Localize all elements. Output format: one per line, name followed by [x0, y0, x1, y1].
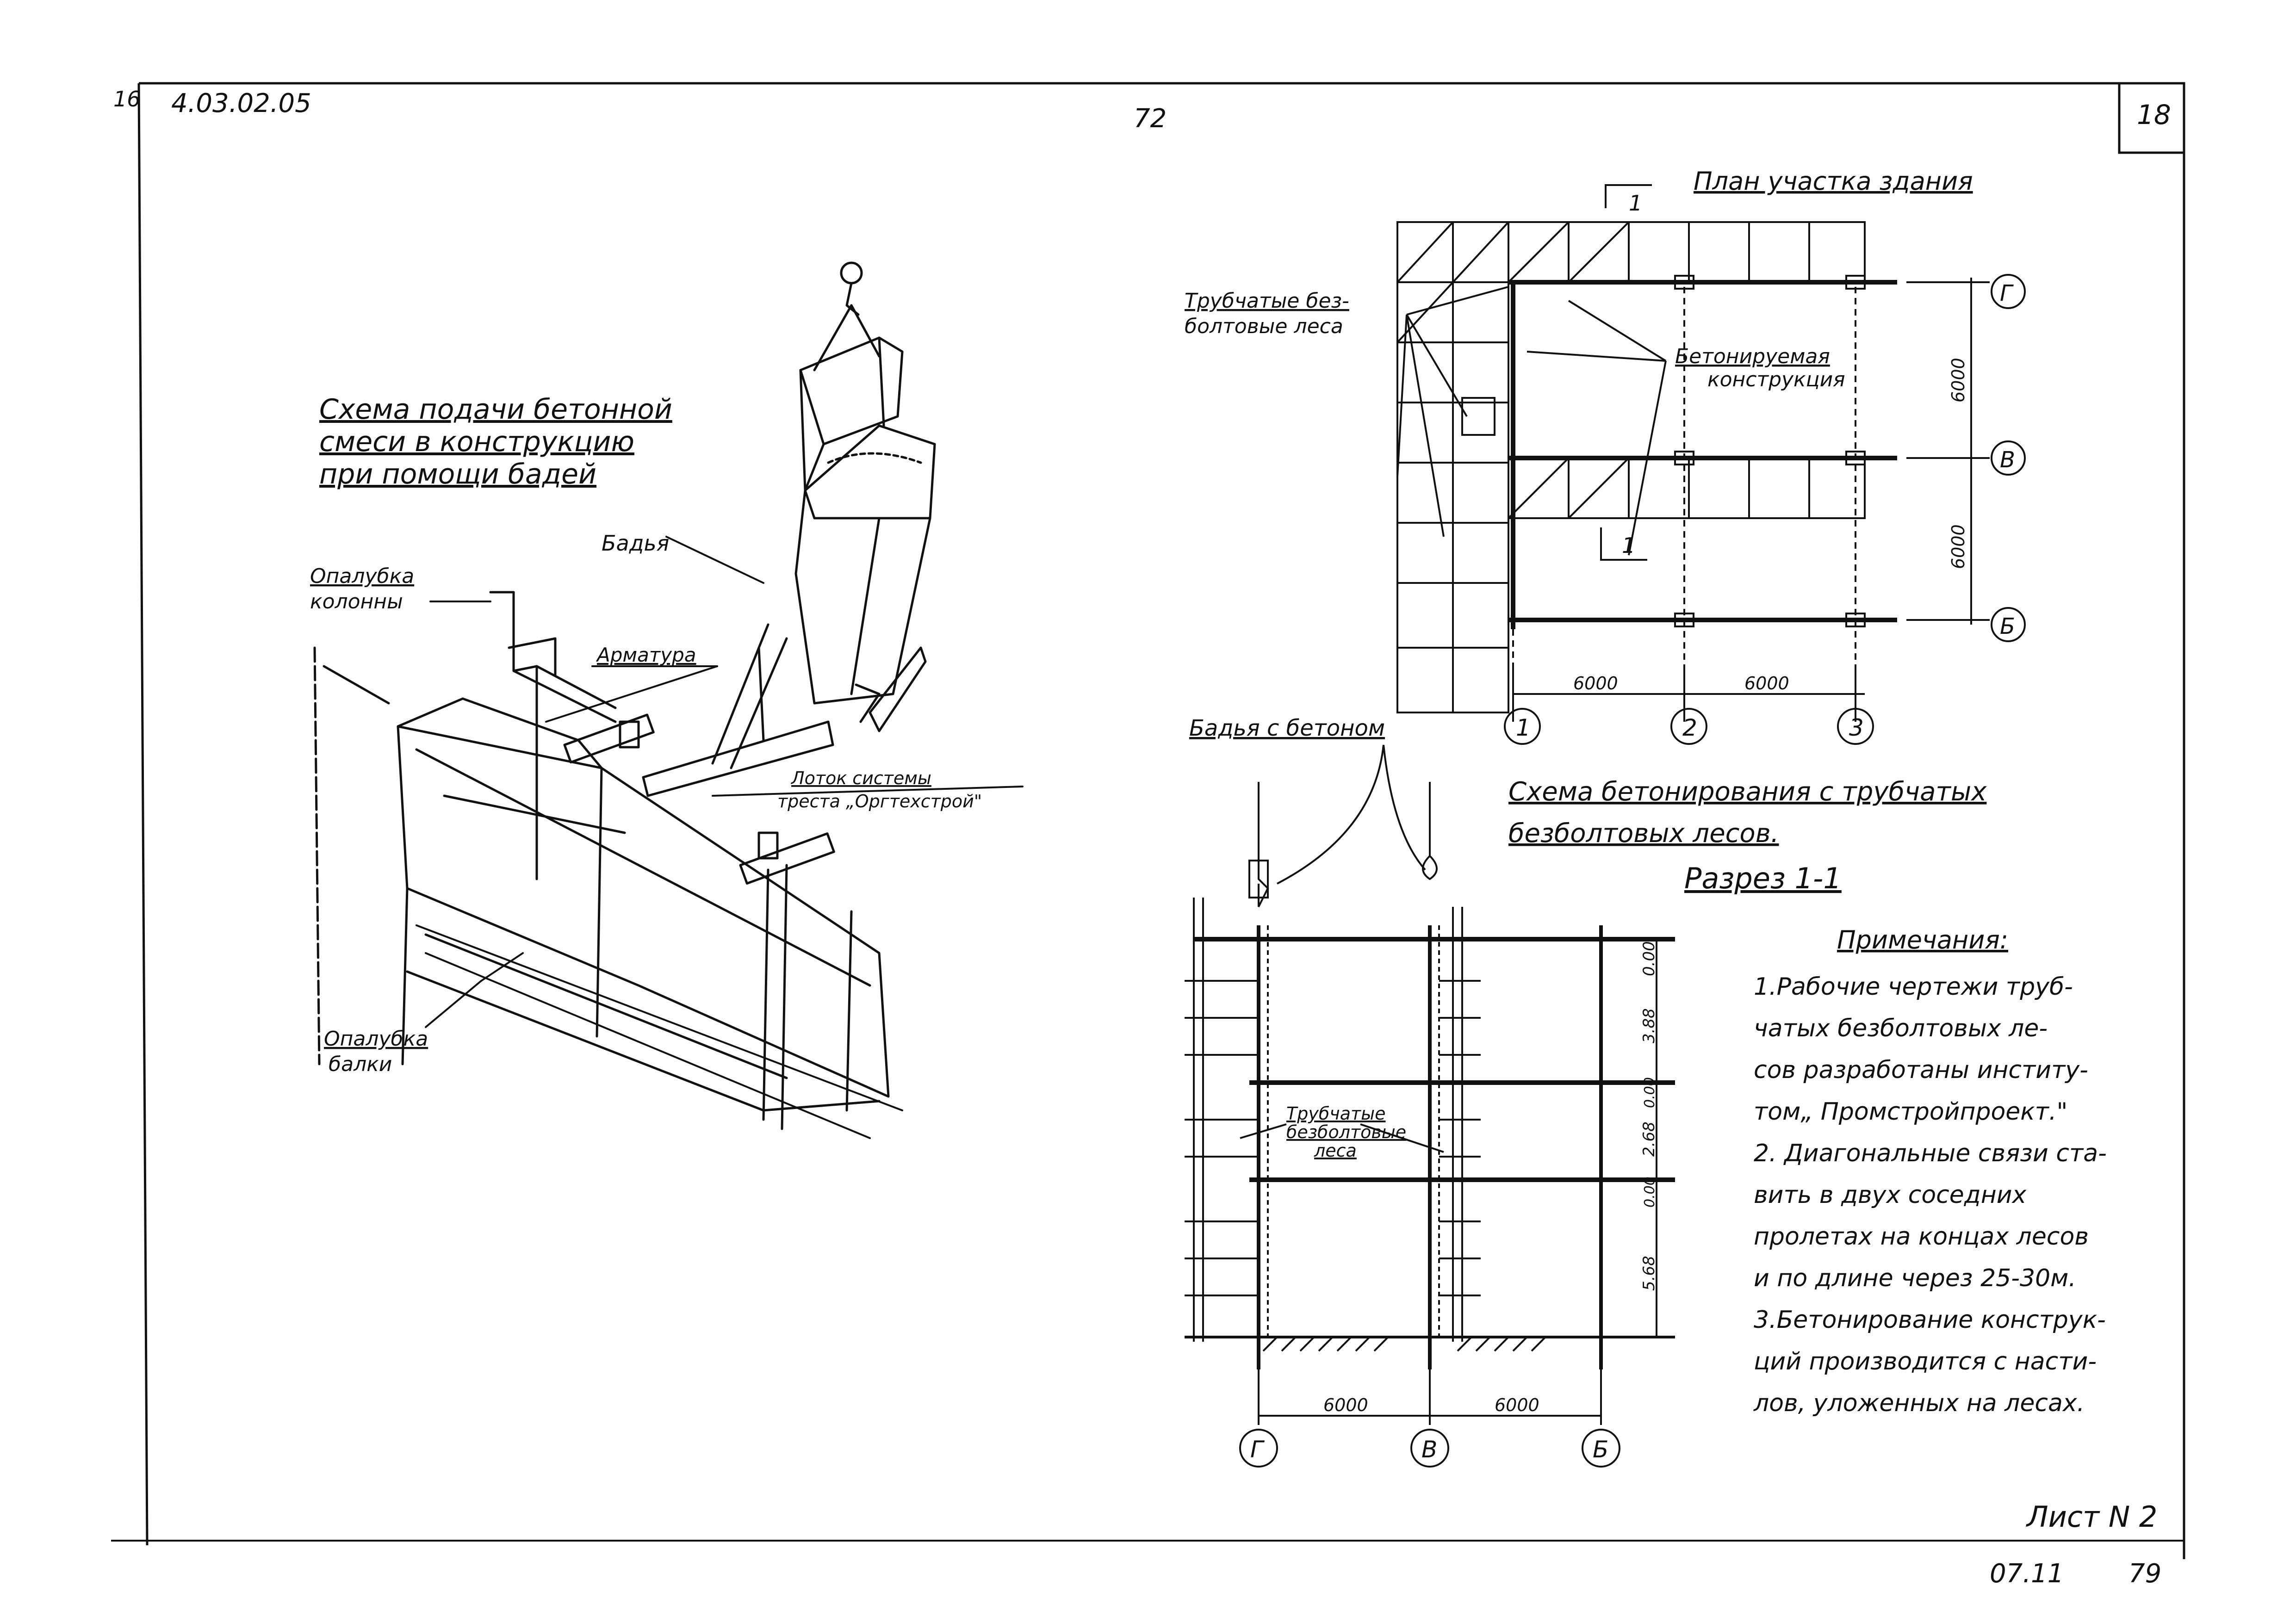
section-axis-g: Г — [1250, 1436, 1265, 1463]
note-line: ций производится с насти- — [1754, 1348, 2097, 1375]
sheet-box-number: 18 — [2137, 99, 2171, 130]
note-line: чатых безболтовых ле- — [1754, 1015, 2048, 1042]
sheet-label: Лист N 2 — [2026, 1500, 2157, 1534]
notes-title: Примечания: — [1837, 925, 2008, 954]
left-title-line-3: при помощи бадей — [319, 458, 596, 490]
plan-axis-col-3: 3 — [1849, 714, 1864, 741]
footer-code-right: 79 — [2128, 1559, 2161, 1589]
section-label-scaffold-2: безболтовые — [1286, 1122, 1406, 1142]
label-column-formwork-1: Опалубка — [310, 564, 414, 588]
scheme-title-2: безболтовых лесов. — [1508, 818, 1779, 849]
section-axis-v: В — [1421, 1436, 1437, 1463]
label-beam-formwork-2: балки — [329, 1053, 392, 1076]
note-line: 3.Бетонирование конструк- — [1754, 1306, 2106, 1334]
level-dim-6: 5.68 — [1640, 1256, 1658, 1291]
section-dim-2: 6000 — [1495, 1395, 1539, 1415]
plan-axis-col-2: 2 — [1682, 714, 1697, 741]
level-dim-4: 2.68 — [1640, 1121, 1658, 1157]
level-dim-5: 0.00 — [1642, 1177, 1658, 1208]
note-line: вить в двух соседних — [1754, 1181, 2027, 1209]
label-beam-formwork-1: Опалубка — [324, 1027, 428, 1051]
plan-title: План участка здания — [1694, 167, 1973, 196]
section-title: Разрез 1-1 — [1684, 861, 1842, 895]
plan-label-concrete-1: Бетонируемая — [1675, 345, 1830, 368]
footer-code-left: 07.11 — [1990, 1559, 2064, 1589]
scheme-title-1: Схема бетонирования с трубчатых — [1508, 777, 1987, 807]
page-number: 72 — [1134, 104, 1167, 134]
section-label-scaffold-1: Трубчатые — [1286, 1103, 1386, 1124]
note-line: 1.Рабочие чертежи труб- — [1754, 973, 2073, 1001]
section-label-bucket: Бадья с бетоном — [1189, 715, 1385, 741]
plan-label-scaffold-1: Трубчатые без- — [1185, 289, 1349, 313]
label-chute-1: Лоток системы — [790, 768, 931, 788]
note-line: 2. Диагональные связи ста- — [1754, 1140, 2107, 1167]
plan-dim-horizontal-1: 6000 — [1573, 673, 1618, 694]
notes-lines: 1.Рабочие чертежи труб- чатых безболтовы… — [1753, 973, 2107, 1417]
level-dim-1: 0.00 — [1640, 941, 1658, 976]
label-chute-2: треста „Оргтехстрой" — [777, 791, 982, 812]
note-line: сов разработаны институ- — [1754, 1056, 2088, 1084]
plan-label-scaffold-2: болтовые леса — [1185, 315, 1343, 338]
note-line: том„ Промстройпроект." — [1754, 1098, 2067, 1126]
bucket-delivery-drawing — [315, 263, 1023, 1138]
level-dim-2: 3.88 — [1640, 1008, 1658, 1043]
left-title-line-2: смеси в конструкцию — [319, 426, 634, 458]
level-dim-3: 0.00 — [1642, 1077, 1658, 1108]
plan-drawing — [1397, 185, 2025, 744]
plan-dim-vertical-1: 6000 — [1948, 358, 1968, 403]
section-drawing — [1185, 745, 1675, 1467]
label-badya: Бадья — [602, 531, 669, 556]
section-axis-b: Б — [1593, 1436, 1608, 1463]
note-line: пролетах на концах лесов — [1754, 1223, 2089, 1251]
left-title-line-1: Схема подачи бетонной — [319, 393, 672, 426]
doc-code: 4.03.02.05 — [171, 88, 311, 118]
corner-mark: 16 — [113, 87, 141, 112]
plan-label-concrete-2: конструкция — [1707, 368, 1845, 391]
section-label-scaffold-3: леса — [1314, 1140, 1357, 1161]
plan-section-mark-bottom: 1 — [1622, 533, 1635, 558]
sheet-frame — [111, 83, 2184, 1559]
plan-axis-row-g: Г — [2000, 280, 2014, 306]
plan-section-mark: 1 — [1629, 191, 1642, 216]
note-line: и по длине через 25-30м. — [1754, 1264, 2076, 1292]
plan-axis-col-1: 1 — [1516, 714, 1531, 741]
plan-dim-horizontal-2: 6000 — [1744, 673, 1789, 694]
note-line: лов, уложенных на лесах. — [1753, 1389, 2085, 1417]
label-column-formwork-2: колонны — [310, 590, 403, 613]
plan-axis-row-v: В — [2000, 447, 2015, 473]
label-rebar: Арматура — [596, 644, 696, 666]
plan-axis-row-b: Б — [2000, 613, 2015, 639]
section-dim-1: 6000 — [1323, 1395, 1368, 1415]
plan-dim-vertical-2: 6000 — [1948, 524, 1968, 569]
